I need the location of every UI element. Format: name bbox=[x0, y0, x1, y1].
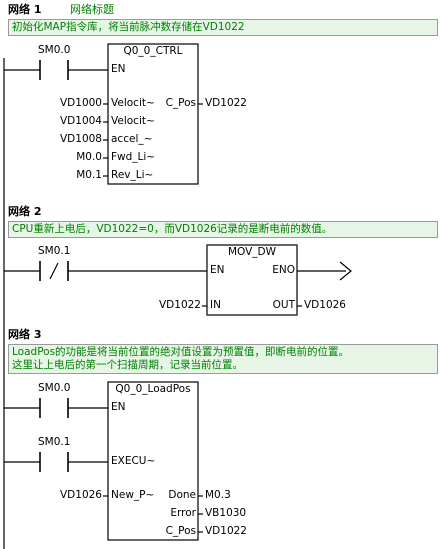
input-operand[interactable]: M0.0 bbox=[76, 151, 102, 163]
q0-0-ctrl-block bbox=[107, 43, 199, 185]
output-operand[interactable]: VB1030 bbox=[205, 507, 247, 519]
input-pin: accel_~ bbox=[111, 133, 153, 145]
contact-operand[interactable]: SM0.1 bbox=[38, 436, 71, 448]
network-3-comment[interactable]: LoadPos的功能是将当前位置的绝对值设置为预置值，即断电前的位置。 这里让上… bbox=[8, 344, 438, 374]
input-operand[interactable]: VD1004 bbox=[60, 115, 102, 127]
eno-pin: ENO bbox=[272, 264, 295, 276]
output-pin: C_Pos bbox=[165, 525, 196, 537]
block-name[interactable]: Q0_0_CTRL bbox=[123, 45, 183, 57]
output-operand[interactable]: VD1022 bbox=[205, 97, 247, 109]
input-operand[interactable]: VD1000 bbox=[60, 97, 102, 109]
contact-operand[interactable]: SM0.1 bbox=[38, 245, 71, 257]
network-1-label: 网络 1 bbox=[8, 3, 42, 16]
input-operand[interactable]: M0.1 bbox=[76, 169, 102, 181]
network-2-comment[interactable]: CPU重新上电后，VD1022=0，而VD1026记录的是断电前的数值。 bbox=[8, 221, 438, 238]
block-name[interactable]: Q0_0_LoadPos bbox=[115, 383, 191, 395]
network-2-label: 网络 2 bbox=[8, 205, 42, 218]
comment-line: LoadPos的功能是将当前位置的绝对值设置为预置值，即断电前的位置。 bbox=[12, 346, 350, 358]
contact-operand[interactable]: SM0.0 bbox=[38, 382, 71, 394]
en-pin: EN bbox=[111, 401, 126, 413]
network-3-label: 网络 3 bbox=[8, 328, 42, 341]
output-pin: Error bbox=[170, 507, 196, 519]
q0-0-loadpos-block bbox=[107, 381, 199, 541]
input-pin: Velocit~ bbox=[111, 97, 155, 109]
in-pin: New_P~ bbox=[111, 489, 155, 501]
eno-arrow bbox=[339, 261, 352, 281]
in-pin: IN bbox=[210, 299, 221, 311]
contact-operand[interactable]: SM0.0 bbox=[38, 44, 71, 56]
block-name[interactable]: MOV_DW bbox=[227, 246, 277, 258]
mov-dw-block bbox=[206, 244, 298, 316]
en-pin: EN bbox=[210, 264, 225, 276]
negated-contact-slash bbox=[49, 262, 59, 280]
in-operand[interactable]: VD1026 bbox=[60, 489, 102, 501]
comment-line: 初始化MAP指令库，将当前脉冲数存储在VD1022 bbox=[12, 21, 245, 33]
input-operand[interactable]: VD1008 bbox=[60, 133, 102, 145]
output-operand[interactable]: VD1022 bbox=[205, 525, 247, 537]
out-pin: OUT bbox=[272, 299, 295, 311]
input-pin: Velocit~ bbox=[111, 115, 155, 127]
network-1-comment[interactable]: 初始化MAP指令库，将当前脉冲数存储在VD1022 bbox=[8, 19, 438, 36]
output-operand[interactable]: M0.3 bbox=[205, 489, 231, 501]
en-pin: EN bbox=[111, 63, 126, 75]
input-pin: Rev_Li~ bbox=[111, 169, 154, 181]
network-1-title[interactable]: 网络标题 bbox=[70, 3, 114, 16]
in-operand[interactable]: VD1022 bbox=[159, 299, 201, 311]
comment-line: CPU重新上电后，VD1022=0，而VD1026记录的是断电前的数值。 bbox=[12, 223, 333, 235]
out-operand[interactable]: VD1026 bbox=[304, 299, 346, 311]
execu-pin: EXECU~ bbox=[111, 455, 156, 467]
output-pin: C_Pos bbox=[165, 97, 196, 109]
output-pin: Done bbox=[168, 489, 196, 501]
input-pin: Fwd_Li~ bbox=[111, 151, 156, 163]
comment-line: 这里让上电后的第一个扫描周期，记录当前位置。 bbox=[12, 359, 243, 371]
